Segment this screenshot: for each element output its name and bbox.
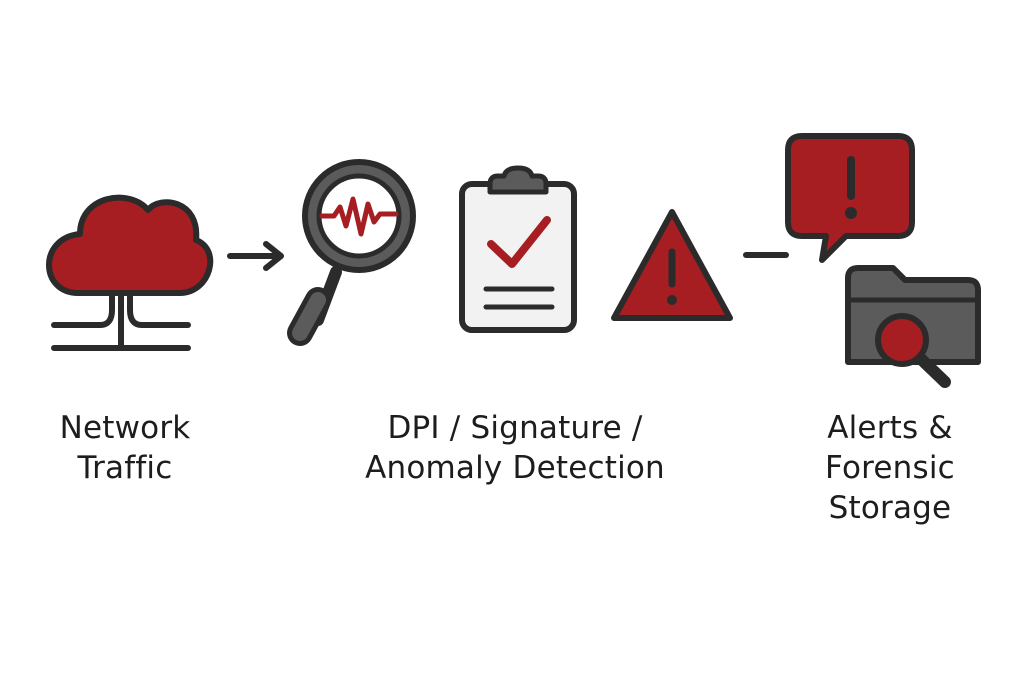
label-line: Storage (828, 490, 952, 526)
label-line: Alerts & (827, 410, 953, 446)
arrow-right-icon (227, 241, 284, 271)
network-wires-icon (51, 290, 191, 351)
warning-triangle-icon (611, 209, 733, 321)
label-line: Network (59, 410, 191, 446)
alert-speech-bubble-icon (785, 133, 915, 263)
clipboard-check-icon (459, 165, 577, 333)
detection-label: DPI / Signature / Anomaly Detection (330, 408, 700, 488)
label-line: Forensic (825, 450, 955, 486)
label-line: DPI / Signature / (387, 410, 643, 446)
label-line: Traffic (77, 450, 173, 486)
network-traffic-label: Network Traffic (20, 408, 230, 488)
magnifier-waveform-icon (287, 159, 416, 346)
cloud-icon (46, 194, 214, 296)
alerts-storage-label: Alerts & Forensic Storage (775, 408, 1005, 528)
folder-search-icon (845, 265, 981, 388)
label-line: Anomaly Detection (365, 450, 665, 486)
